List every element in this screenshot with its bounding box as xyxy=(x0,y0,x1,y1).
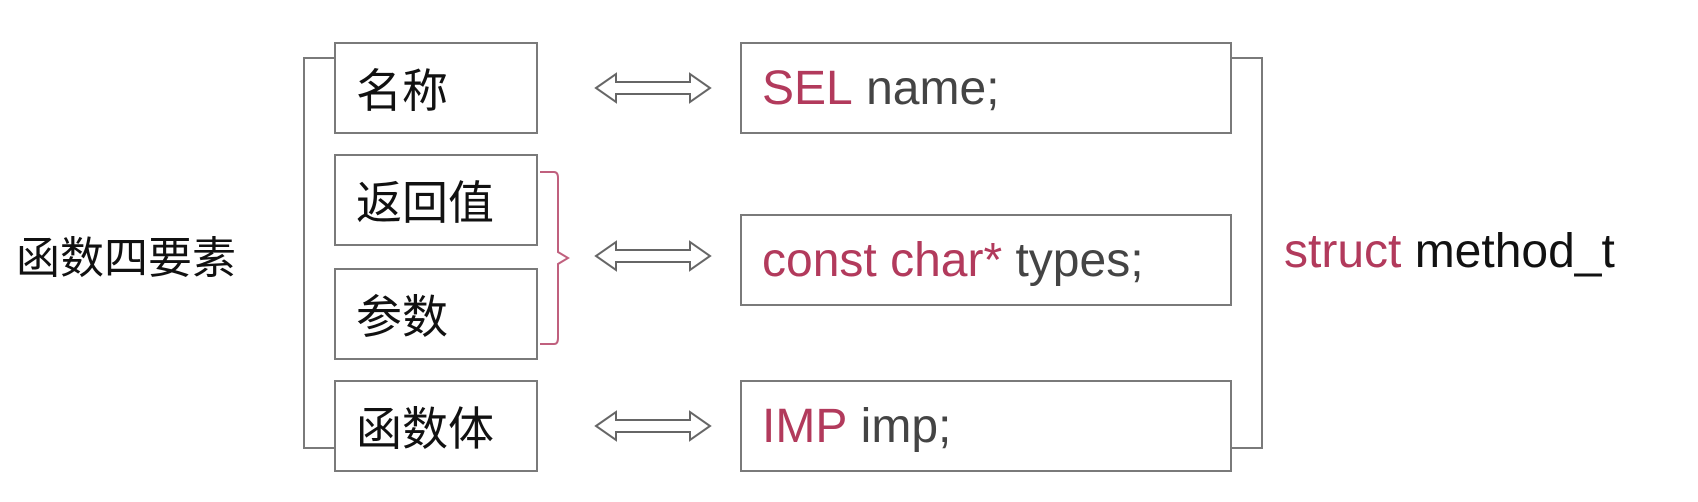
element-box-body: 函数体 xyxy=(334,380,538,472)
field-name: imp; xyxy=(847,399,952,453)
field-box-imp: IMP imp; xyxy=(740,380,1232,472)
field-type: const char* xyxy=(762,233,1003,287)
struct-label: struct method_t xyxy=(1284,224,1615,279)
element-box-params: 参数 xyxy=(334,268,538,360)
group-label: 函数四要素 xyxy=(16,233,236,284)
element-box-return-value: 返回值 xyxy=(334,154,538,246)
element-label: 函数体 xyxy=(356,402,494,456)
field-type: IMP xyxy=(762,399,848,453)
double-arrow-icon xyxy=(594,72,712,104)
struct-keyword: struct xyxy=(1284,225,1402,278)
double-arrow-icon xyxy=(594,410,712,442)
element-label: 名称 xyxy=(356,64,448,118)
element-box-name: 名称 xyxy=(334,42,538,134)
element-label: 返回值 xyxy=(356,176,494,230)
field-box-sel: SEL name; xyxy=(740,42,1232,134)
field-name: types; xyxy=(1002,233,1144,287)
field-type: SEL xyxy=(762,61,853,115)
right-group-bracket xyxy=(1232,57,1263,449)
double-arrow-icon xyxy=(594,240,712,272)
left-group-bracket xyxy=(303,57,334,449)
element-label: 参数 xyxy=(356,290,448,344)
field-box-types: const char* types; xyxy=(740,214,1232,306)
struct-name: method_t xyxy=(1401,225,1615,278)
field-name: name; xyxy=(852,61,1000,115)
return-params-bracket xyxy=(540,171,570,345)
